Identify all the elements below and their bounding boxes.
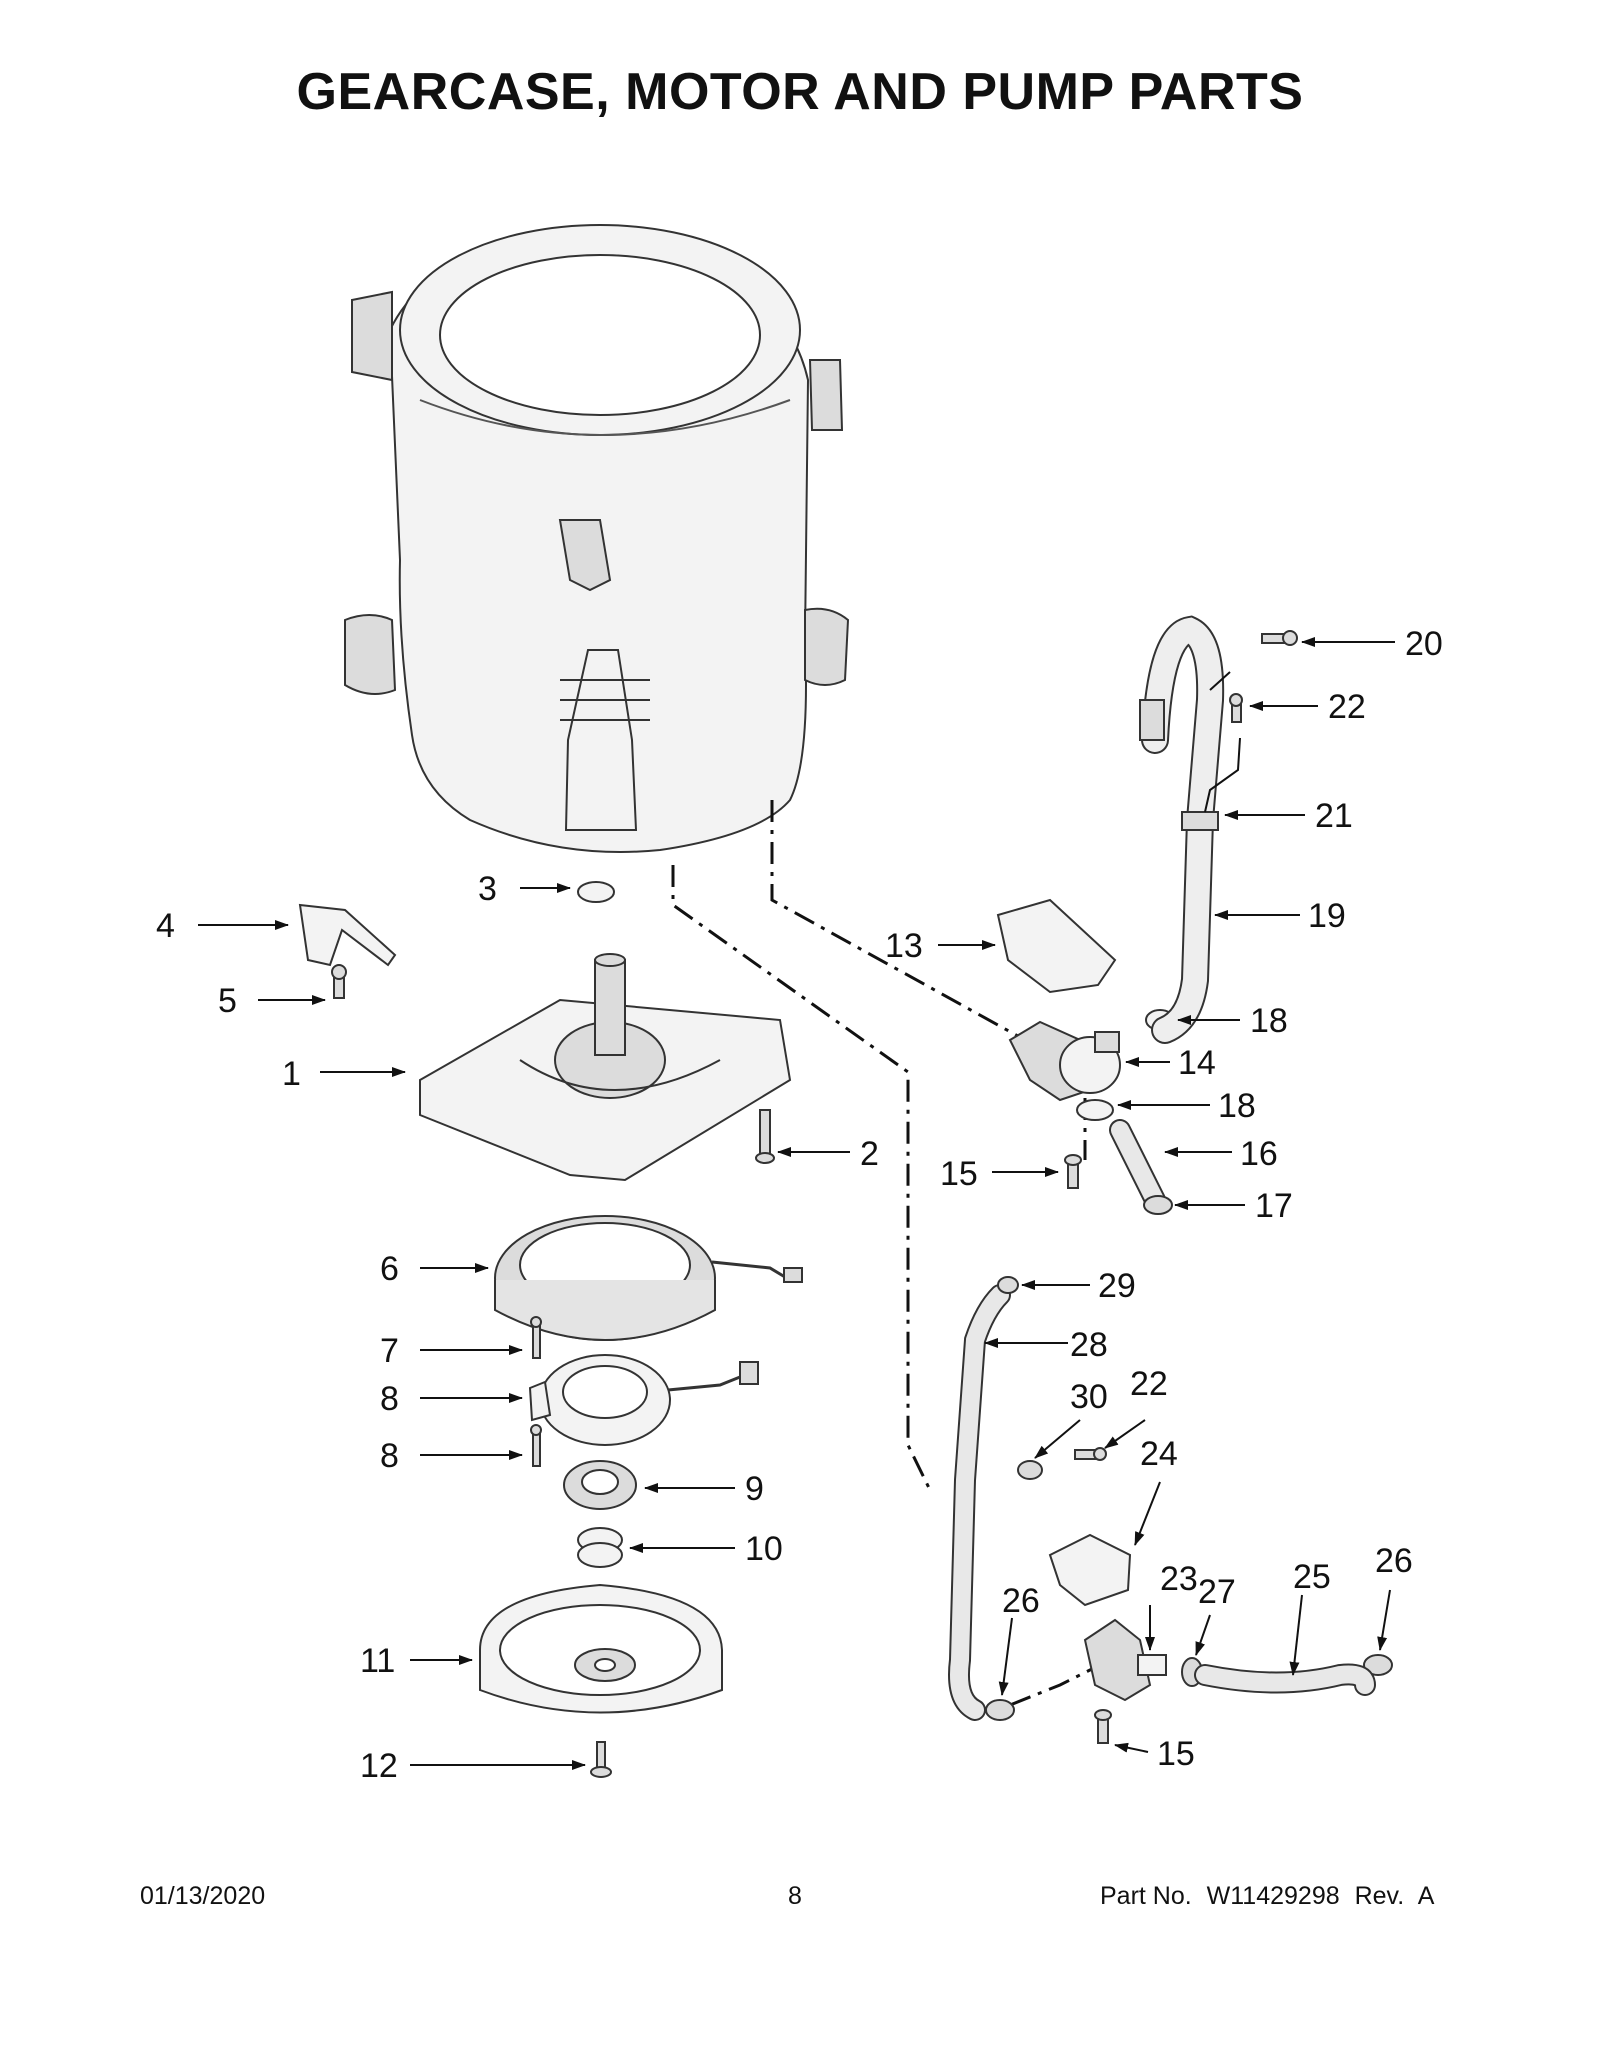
rotor-bolt	[590, 1741, 612, 1778]
callout-18-lower: 18	[1218, 1087, 1256, 1125]
callout-13: 13	[885, 927, 923, 965]
bracket-screw	[331, 964, 347, 999]
callout-12: 12	[360, 1747, 398, 1785]
callout-1: 1	[282, 1055, 301, 1093]
tub-bracket	[298, 903, 397, 967]
hose-screw	[1261, 630, 1298, 646]
callout-22-upper: 22	[1328, 688, 1366, 726]
stator-screw-upper	[530, 1316, 542, 1359]
callout-9: 9	[745, 1470, 764, 1508]
callout-28: 28	[1070, 1326, 1108, 1364]
callout-20: 20	[1405, 625, 1443, 663]
valve-screw	[1094, 1709, 1112, 1744]
drain-hose-lower	[948, 1284, 1011, 1721]
footer-date: 01/13/2020	[140, 1882, 266, 1910]
callout-14: 14	[1178, 1044, 1216, 1082]
hose-clip-screw-lower	[1074, 1447, 1107, 1461]
callout-11: 11	[360, 1642, 395, 1680]
callout-2: 2	[860, 1135, 879, 1173]
callout-18-upper: 18	[1250, 1002, 1288, 1040]
pump-connection-line	[770, 800, 1026, 1042]
callout-17: 17	[1255, 1187, 1293, 1225]
hose-clamp-left	[985, 1699, 1015, 1721]
outer-tub	[344, 224, 850, 853]
pump-bracket	[996, 898, 1117, 994]
callout-4: 4	[156, 907, 175, 945]
callout-5: 5	[218, 982, 237, 1020]
drain-hose-connection-line	[671, 865, 932, 1491]
callout-10: 10	[745, 1530, 783, 1568]
hose-clamp-right	[1363, 1654, 1393, 1676]
callout-24: 24	[1140, 1435, 1178, 1473]
pump-hose-clamp	[1143, 1195, 1173, 1215]
drain-pump	[1008, 1020, 1121, 1102]
hose-clip-small	[1017, 1460, 1043, 1480]
hose-clip-screw-upper	[1229, 693, 1243, 723]
callout-22-lower: 22	[1130, 1365, 1168, 1403]
callout-21: 21	[1315, 797, 1353, 835]
valve-bracket	[1048, 1533, 1132, 1607]
motor-rotor	[479, 1583, 723, 1714]
footer-part-number: Part No. W11429298 Rev. A	[1100, 1882, 1442, 1911]
part-label: Part No.	[1100, 1882, 1192, 1910]
callout-30: 30	[1070, 1378, 1108, 1416]
callout-7: 8	[380, 1380, 399, 1418]
page-title: GEARCASE, MOTOR AND PUMP PARTS	[296, 63, 1304, 121]
callout-8-upper: 7	[380, 1332, 399, 1370]
hose-clamp-lower	[1076, 1099, 1114, 1121]
bearing	[563, 1460, 637, 1510]
callout-6: 6	[380, 1250, 399, 1288]
callout-26-left: 26	[1002, 1582, 1040, 1620]
callout-29: 29	[1098, 1267, 1136, 1305]
fill-hose	[1194, 1663, 1376, 1696]
stator-screw-lower	[530, 1424, 542, 1467]
drain-hose-clamp-top	[997, 1276, 1019, 1294]
callout-labels: 1 2 3 4 5 6 7 8 8 9 10 11 12 13 14 15 15…	[156, 625, 1443, 1785]
pump-screw	[1064, 1154, 1082, 1189]
part-number: W11429298	[1206, 1882, 1340, 1910]
spring-coupler	[577, 1527, 623, 1568]
callout-15-upper: 15	[940, 1155, 978, 1193]
hose-clip	[1181, 811, 1219, 831]
callout-23: 23	[1160, 1560, 1198, 1598]
valve-assembly	[1083, 1618, 1167, 1702]
callout-26-right: 26	[1375, 1542, 1413, 1580]
motor-housing	[528, 1354, 759, 1446]
leader-lines	[198, 637, 1395, 1770]
callout-27: 27	[1198, 1573, 1236, 1611]
gearcase-plate	[419, 953, 792, 1182]
callout-15-lower: 15	[1157, 1735, 1195, 1773]
callout-25: 25	[1293, 1558, 1331, 1596]
motor-stator	[494, 1215, 803, 1341]
callout-8-lower: 8	[380, 1437, 399, 1475]
rev-value: A	[1417, 1882, 1435, 1910]
callout-19: 19	[1308, 897, 1346, 935]
drain-hose-upper	[1139, 615, 1225, 1044]
callout-16: 16	[1240, 1135, 1278, 1173]
seal-ring	[577, 881, 615, 903]
gearcase-bolt	[755, 1109, 775, 1164]
callout-3: 3	[478, 870, 497, 908]
rev-label: Rev.	[1354, 1882, 1405, 1910]
page-number: 8	[788, 1882, 802, 1910]
pump-hose	[1109, 1119, 1166, 1211]
